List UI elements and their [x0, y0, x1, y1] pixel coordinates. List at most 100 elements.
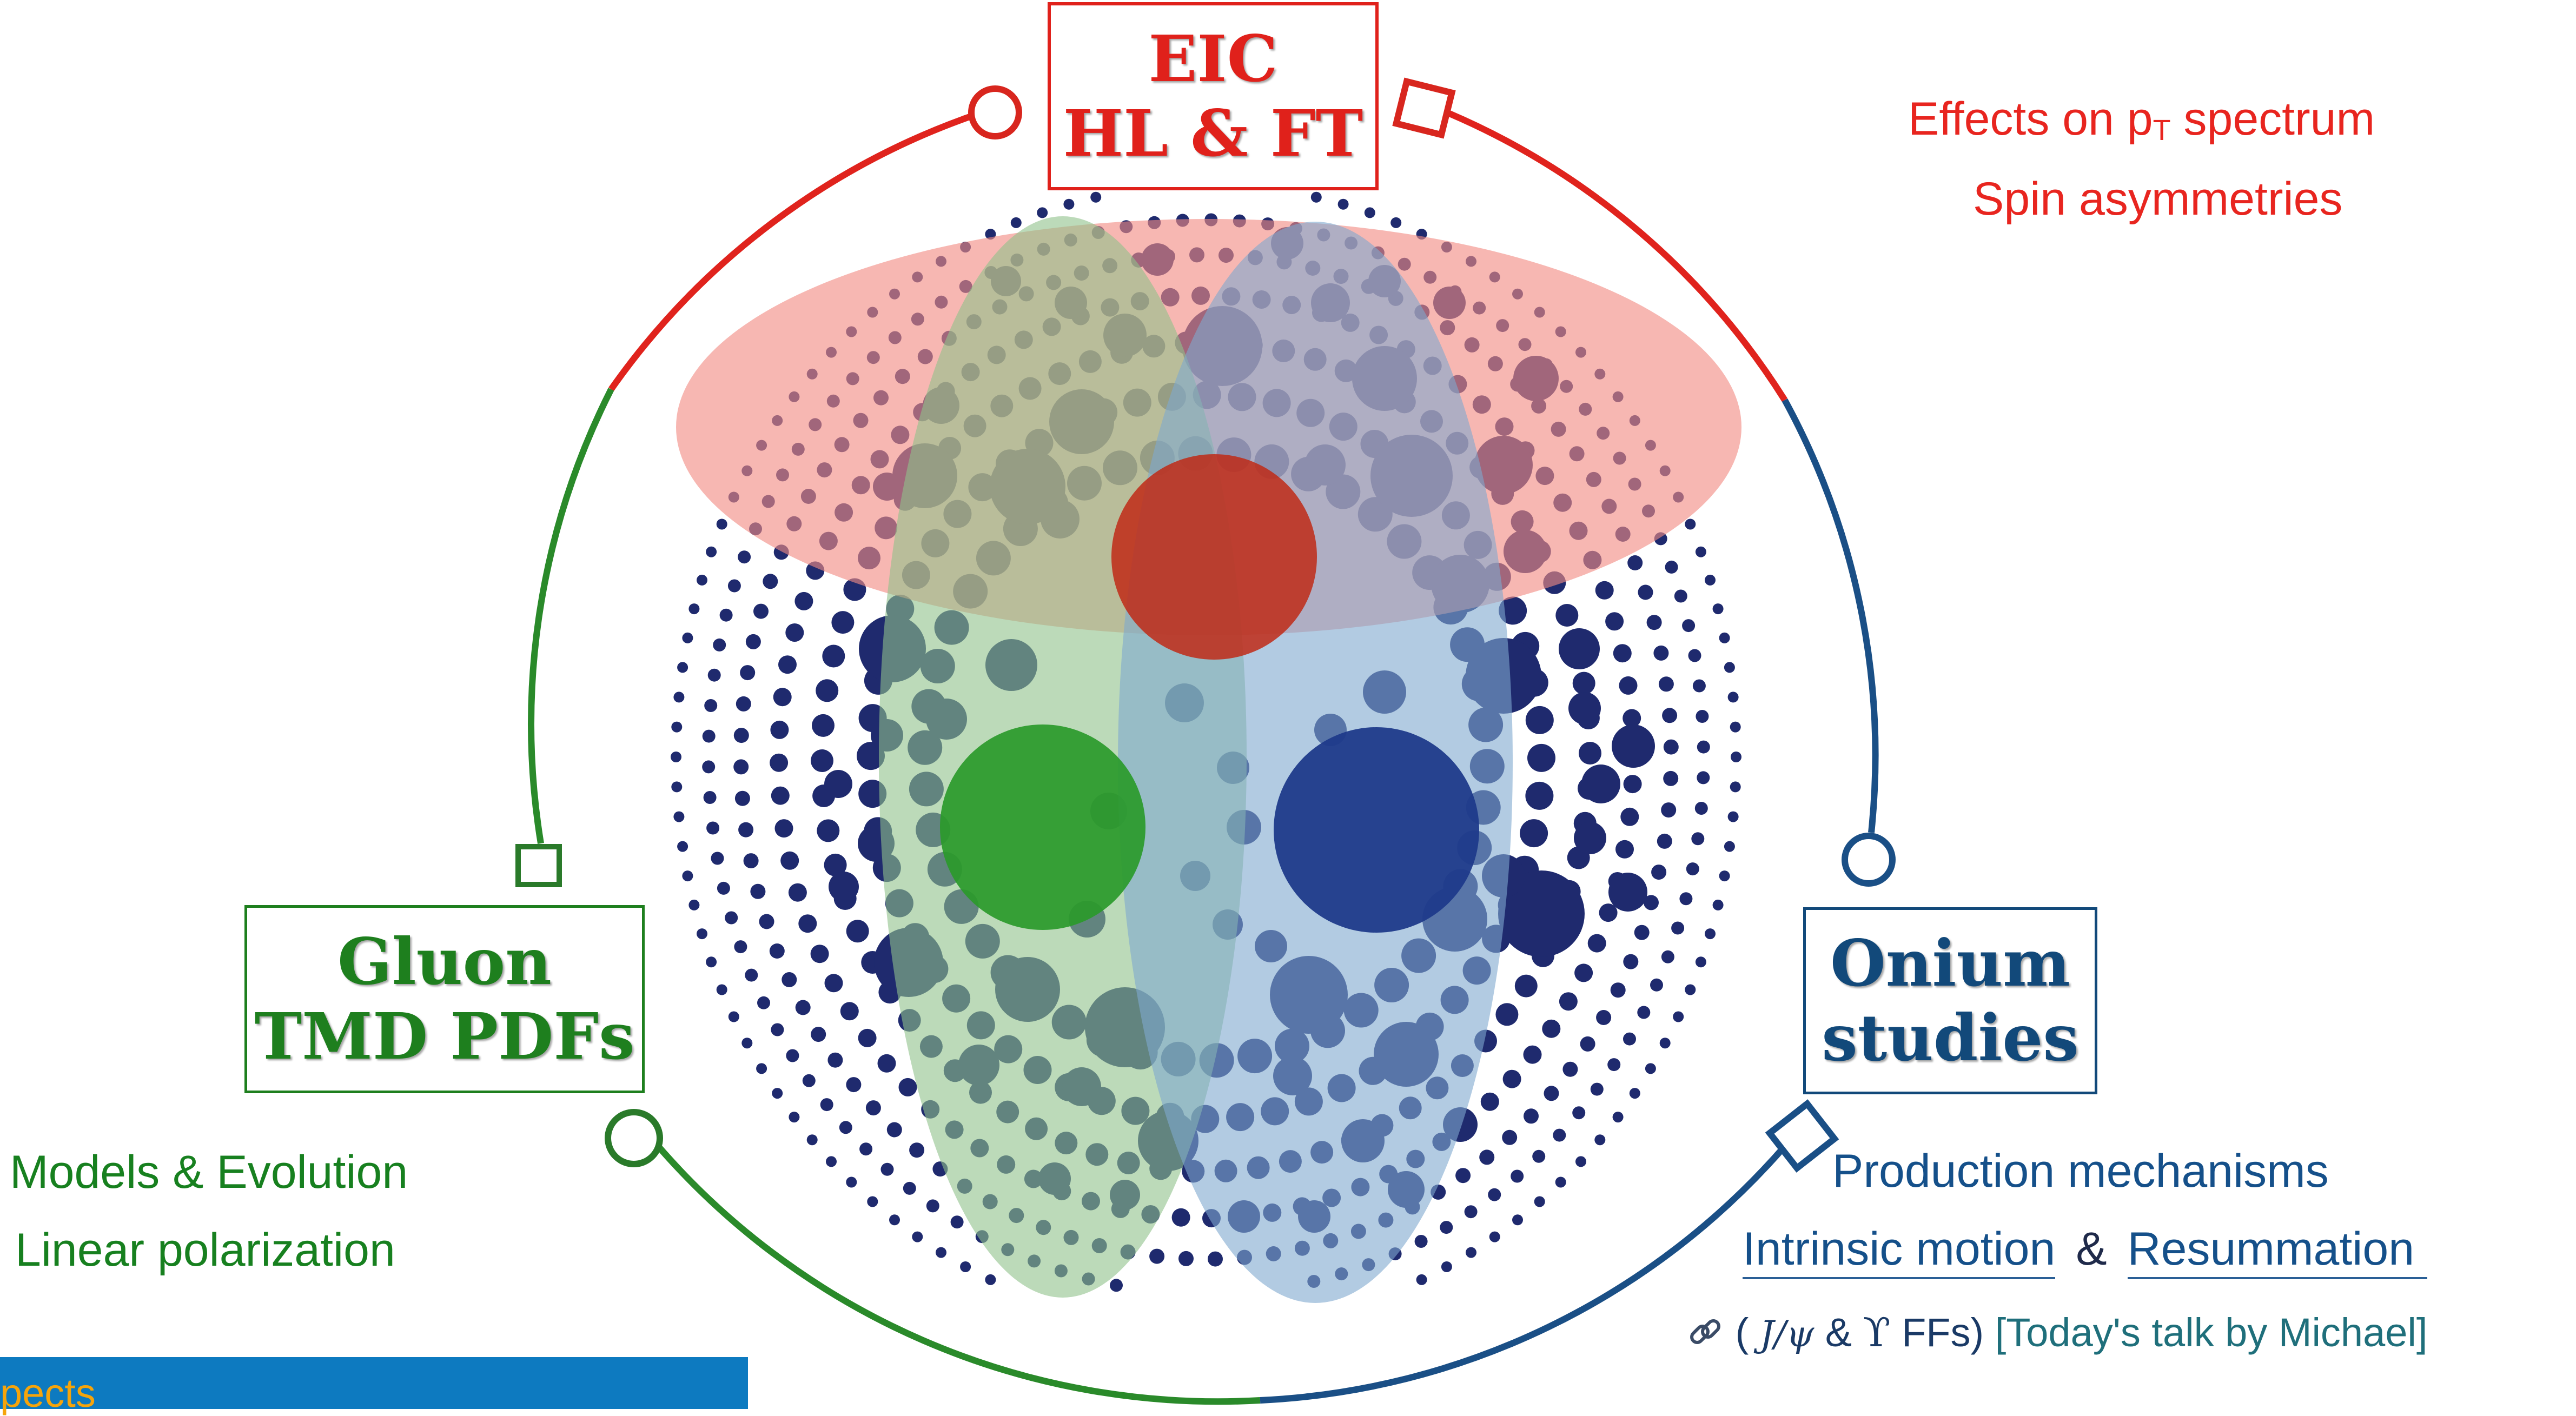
dot [857, 742, 885, 770]
dot [756, 1063, 767, 1074]
dot [1679, 892, 1693, 906]
dot [824, 853, 847, 876]
dot [1480, 1092, 1499, 1111]
dot [1724, 662, 1735, 673]
dot [1730, 781, 1741, 793]
dot [1650, 978, 1663, 992]
dot [1665, 560, 1678, 574]
link-icon[interactable] [1686, 1309, 1724, 1355]
dot [1730, 721, 1741, 733]
dot [728, 1011, 739, 1022]
dot [1599, 903, 1618, 922]
onium-box: Onium studies [1803, 907, 2097, 1094]
dot [733, 759, 749, 775]
intrinsic-motion-link[interactable]: Intrinsic motion [1743, 1223, 2056, 1279]
ff-talk-line: ( J/ψ & ϒ FFs) [Today's talk by Michael] [1686, 1309, 2427, 1356]
dot [1502, 1129, 1518, 1145]
dot [738, 550, 751, 564]
dot [1705, 574, 1716, 586]
dot [1662, 708, 1678, 723]
dot [1724, 841, 1735, 852]
pt-subscript: T [2153, 114, 2171, 147]
dot [1580, 1036, 1595, 1052]
dot [1627, 555, 1643, 570]
dot [1149, 1248, 1165, 1264]
dot [846, 1176, 857, 1188]
dot [1731, 752, 1741, 762]
dot [1090, 191, 1102, 203]
dot [1559, 992, 1578, 1011]
dot [840, 1002, 859, 1021]
dot [717, 881, 730, 895]
dot [771, 1023, 784, 1036]
dot [806, 1134, 818, 1146]
dot [1527, 743, 1555, 772]
gluon-box-line2: TMD PDFs [254, 999, 635, 1074]
dot [1653, 645, 1669, 661]
dot [1694, 802, 1708, 815]
dot [1587, 934, 1606, 953]
dot [1479, 1149, 1495, 1165]
dot [829, 872, 859, 902]
dot [741, 1038, 753, 1049]
dot [1691, 832, 1705, 846]
dot [1659, 1038, 1671, 1049]
dot [713, 638, 726, 652]
ff-open: ( [1735, 1310, 1749, 1355]
node-circle-bottom-left [605, 1109, 663, 1167]
dot [671, 721, 683, 733]
dot [706, 546, 717, 557]
dot [1623, 709, 1641, 728]
dot [1488, 1188, 1501, 1201]
dot [1661, 802, 1677, 818]
dot [1575, 1156, 1586, 1167]
intrinsic-resummation-line: Intrinsic motion & Resummation [1743, 1223, 2428, 1279]
dot [1572, 1106, 1586, 1120]
dot [770, 720, 789, 739]
dot [1414, 1235, 1428, 1248]
dot [697, 574, 707, 586]
dot [671, 781, 683, 793]
dot [1629, 1088, 1640, 1099]
dot [1555, 1176, 1566, 1188]
dot [810, 945, 829, 963]
dot [677, 841, 688, 852]
dot [1562, 1061, 1578, 1077]
dot [1610, 982, 1626, 998]
dot [1688, 649, 1701, 662]
dot [771, 786, 790, 805]
dot [1416, 1274, 1427, 1285]
dot [745, 968, 758, 982]
dot [1658, 676, 1674, 692]
arc-red-right [1448, 110, 1788, 402]
jpsi-text: J/ψ [1759, 1313, 1815, 1355]
dot [745, 634, 761, 649]
dot [1705, 928, 1716, 940]
dot [1499, 596, 1527, 625]
dot [1607, 1058, 1621, 1072]
onium-box-line1: Onium [1830, 926, 2071, 1001]
eic-box-line2: HL & FT [1063, 96, 1363, 171]
dot [785, 623, 804, 642]
dot [811, 1027, 826, 1042]
resummation-link[interactable]: Resummation [2127, 1223, 2428, 1279]
dot [1623, 775, 1642, 794]
dot [1673, 1011, 1684, 1022]
dot [1674, 589, 1687, 603]
dot [1498, 870, 1585, 957]
dot [1623, 1032, 1636, 1046]
talk-reference[interactable]: [Today's talk by Michael] [1995, 1310, 2428, 1355]
dot [1727, 692, 1739, 703]
big-circle-red [1111, 454, 1317, 660]
dot [1712, 603, 1724, 615]
dot [985, 1274, 996, 1285]
pt-spectrum-text: Effects on pT spectrum [1908, 93, 2375, 147]
dot [1682, 619, 1696, 633]
dot [1695, 546, 1706, 557]
bottom-bar: pects [0, 1357, 748, 1415]
dot [703, 791, 717, 804]
dot [688, 899, 700, 910]
gluon-box-line1: Gluon [337, 924, 552, 999]
